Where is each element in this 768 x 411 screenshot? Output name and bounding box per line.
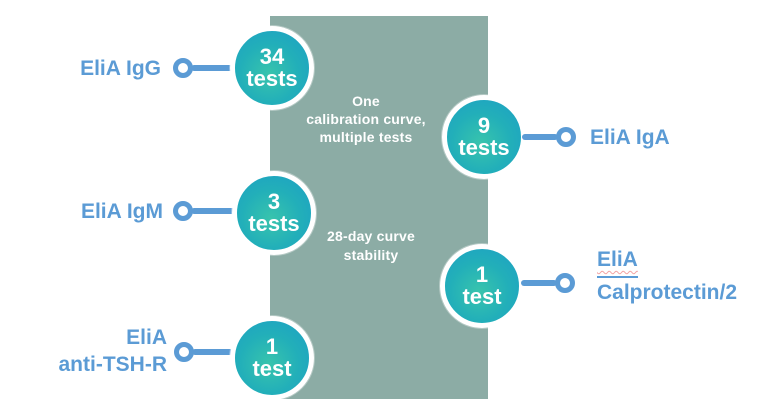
label-elia-igg: EliA IgG <box>80 55 161 82</box>
connector-ring-igg <box>173 58 193 78</box>
note-line: One <box>352 93 380 109</box>
note-line: multiple tests <box>319 129 413 145</box>
bubble-count: 9 <box>477 113 491 138</box>
bubble-unit: tests <box>248 211 300 236</box>
label-text: EliA <box>126 326 167 349</box>
panel-note-stability: 28-day curve stability <box>271 227 471 265</box>
note-line: stability <box>343 247 399 263</box>
connector-line-igm <box>191 208 235 214</box>
label-elia-anti-tsh-r: EliA anti-TSH-R <box>59 324 168 378</box>
label-text: EliA IgG <box>80 57 161 80</box>
connector-line-iga <box>522 134 558 140</box>
connector-ring-anti-tsh-r <box>174 342 194 362</box>
label-elia-calprotectin: EliA Calprotectin/2 <box>597 245 737 308</box>
label-elia-igm: EliA IgM <box>81 198 163 225</box>
bubble-count: 34 <box>259 44 285 69</box>
label-text: Calprotectin/2 <box>597 281 738 304</box>
label-elia-iga: EliA IgA <box>590 124 670 151</box>
count-bubble-igg: 34 tests <box>230 26 314 110</box>
bubble-unit: test <box>462 284 502 309</box>
label-text: anti-TSH-R <box>58 353 168 376</box>
bubble-unit: tests <box>246 66 298 91</box>
label-text: EliA <box>597 248 638 271</box>
label-text: EliA IgA <box>590 126 670 149</box>
count-bubble-anti-tsh-r: 1 test <box>230 316 314 400</box>
note-line: calibration curve, <box>306 111 426 127</box>
connector-ring-igm <box>173 201 193 221</box>
note-line: 28-day curve <box>326 228 415 244</box>
bubble-count: 3 <box>267 189 281 214</box>
connector-ring-calprotectin <box>555 273 575 293</box>
label-text: EliA IgM <box>80 200 163 223</box>
connector-ring-iga <box>556 127 576 147</box>
connector-line-anti-tsh-r <box>192 349 233 355</box>
panel-note-calibration: One calibration curve, multiple tests <box>266 92 466 146</box>
bubble-count: 1 <box>475 262 489 287</box>
connector-line-calprotectin <box>521 280 557 286</box>
bubble-unit: tests <box>458 135 510 160</box>
count-bubble-calprotectin: 1 test <box>440 244 524 328</box>
bubble-unit: test <box>252 356 292 381</box>
underlined-link-text: EliA <box>597 245 638 278</box>
connector-line-igg <box>191 65 233 71</box>
bubble-count: 1 <box>265 334 279 359</box>
count-bubble-iga: 9 tests <box>442 95 526 179</box>
count-bubble-igm: 3 tests <box>232 171 316 255</box>
